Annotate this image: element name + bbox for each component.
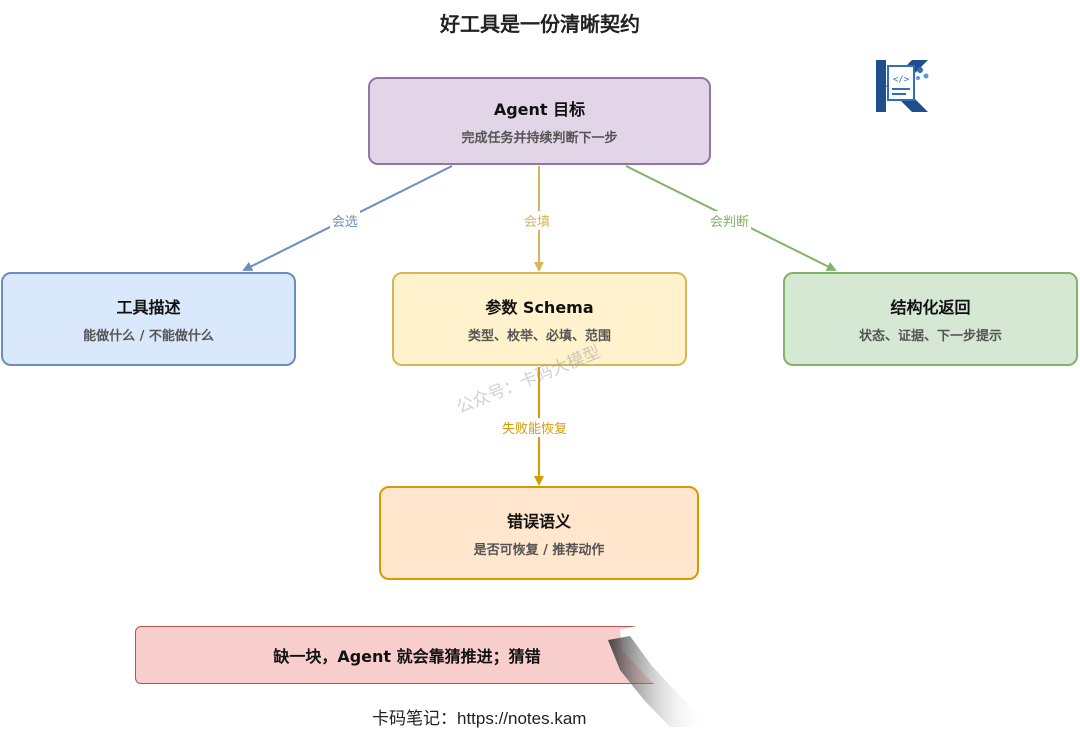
node-subtitle: 完成任务并持续判断下一步 xyxy=(461,131,618,146)
node-title: Agent 目标 xyxy=(493,100,586,119)
node-subtitle: 类型、枚举、必填、范围 xyxy=(467,329,611,344)
footer-source: 卡码笔记：https://notes.kam xyxy=(372,709,587,728)
diagram-title: 好工具是一份清晰契约 xyxy=(440,12,640,36)
node-error-semantics: 错误语义 是否可恢复 / 推荐动作 xyxy=(379,486,699,580)
node-subtitle: 状态、证据、下一步提示 xyxy=(858,329,1002,344)
edge-label-recover: 失败能恢复 xyxy=(500,418,570,437)
edge-label-judge: 会判断 xyxy=(708,211,752,230)
node-param-schema: 参数 Schema 类型、枚举、必填、范围 xyxy=(392,272,687,366)
node-title: 参数 Schema xyxy=(485,298,594,317)
node-subtitle: 是否可恢复 / 推荐动作 xyxy=(473,543,605,558)
edge-label-select: 会选 xyxy=(330,211,361,230)
node-subtitle: 能做什么 / 不能做什么 xyxy=(83,329,214,344)
torn-paper-overlay xyxy=(608,600,740,727)
node-tool-description: 工具描述 能做什么 / 不能做什么 xyxy=(1,272,296,366)
node-title: 结构化返回 xyxy=(890,298,971,317)
node-structured-return: 结构化返回 状态、证据、下一步提示 xyxy=(783,272,1078,366)
logo-icon: </> xyxy=(876,60,929,112)
edge-label-fill: 会填 xyxy=(522,211,553,230)
svg-text:</>: </> xyxy=(893,75,910,85)
node-title: 工具描述 xyxy=(116,298,181,317)
warning-banner: 缺一块，Agent 就会靠猜推进；猜错 xyxy=(135,626,679,684)
node-agent-goal: Agent 目标 完成任务并持续判断下一步 xyxy=(368,77,711,165)
node-title: 错误语义 xyxy=(506,512,571,531)
